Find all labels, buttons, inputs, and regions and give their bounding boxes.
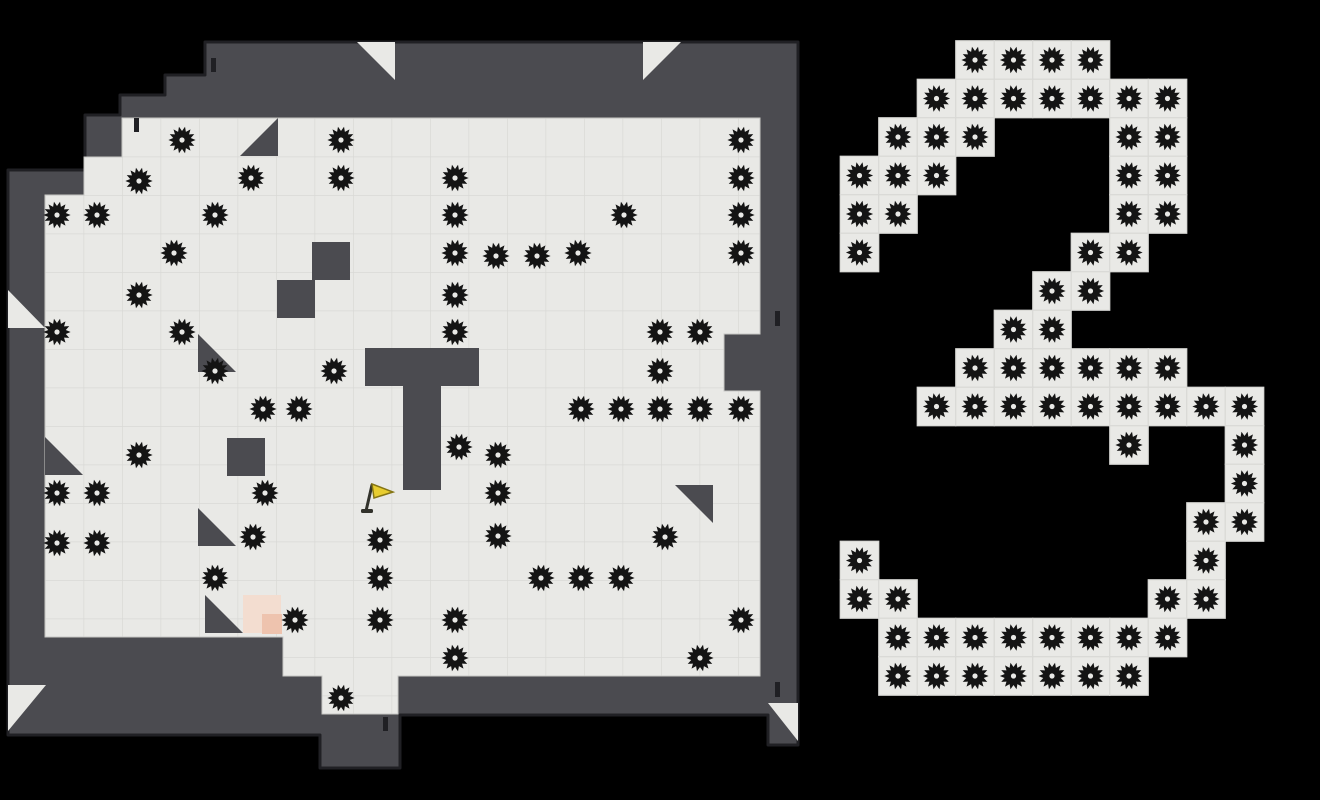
level-floor xyxy=(44,117,761,715)
wall-block xyxy=(312,242,350,280)
wall-mark xyxy=(775,682,780,697)
wall-block xyxy=(227,438,265,476)
wall-wedge xyxy=(205,595,243,633)
floor-wedge xyxy=(643,42,681,80)
wall-mark xyxy=(211,58,216,72)
wall-block xyxy=(277,280,315,318)
wall-mark xyxy=(775,311,780,326)
wall-mark xyxy=(383,717,388,731)
flag-pole xyxy=(364,483,374,513)
digit-3 xyxy=(839,40,1265,696)
wall-wedge xyxy=(45,437,83,475)
flag-marker xyxy=(361,482,396,513)
flag-base xyxy=(361,509,373,513)
wall-wedge xyxy=(240,118,278,156)
wall-wedge xyxy=(198,508,236,546)
wall-block xyxy=(403,348,441,490)
floor-wedge xyxy=(357,42,395,80)
floor-wedge xyxy=(768,703,798,741)
stain-tile xyxy=(262,614,282,634)
wall-mark xyxy=(134,118,139,132)
floor-wedge xyxy=(8,290,45,328)
wall-wedge xyxy=(675,485,713,523)
floor-wedge xyxy=(8,685,46,731)
flag-pennant xyxy=(371,482,396,499)
